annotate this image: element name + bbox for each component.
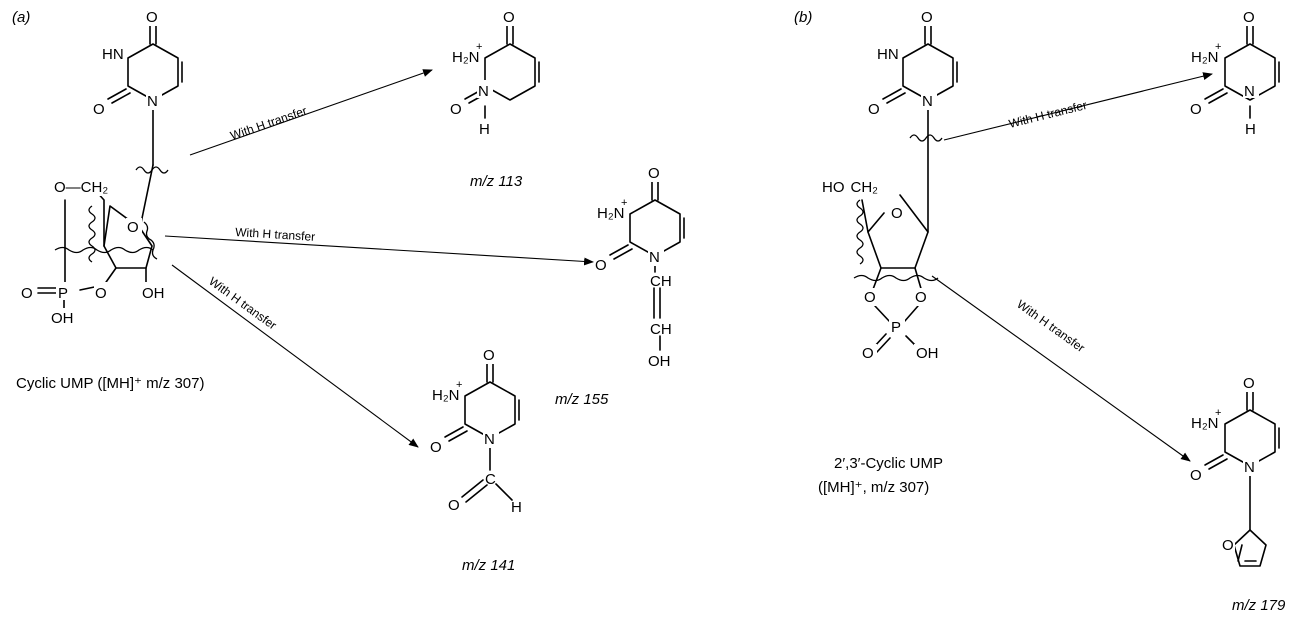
atom-c: C: [485, 471, 496, 488]
atom-h: H: [511, 499, 522, 516]
positive-charge: +: [1215, 407, 1221, 419]
positive-charge: +: [621, 197, 627, 209]
atom-h2n: H₂N: [597, 205, 625, 222]
atom-n: N: [484, 431, 495, 448]
atom-oh: OH: [51, 310, 74, 327]
fragmentation-arrow: [189, 69, 433, 156]
atom-hn: HN: [877, 46, 899, 63]
atom-oh: OH: [916, 345, 939, 362]
cleavage-mark: [909, 134, 943, 142]
atom-o: O: [127, 219, 139, 236]
panel-a-label: (a): [12, 9, 30, 26]
fragment-mz: m/z 113: [470, 173, 523, 190]
atom-o: O: [915, 289, 927, 306]
fragment-b-top-structure: [1204, 23, 1280, 119]
panel-b-label: (b): [794, 9, 812, 26]
arrow-label: With H transfer: [235, 225, 316, 244]
atom-h: H: [1245, 121, 1256, 138]
atom-h: H: [479, 121, 490, 138]
arrow-label: With H transfer: [1014, 297, 1087, 355]
atom-o: O: [862, 345, 874, 362]
atom-n: N: [1244, 83, 1255, 100]
atom-n: N: [147, 93, 158, 110]
atom-o: O: [864, 289, 876, 306]
atom-o: O: [595, 257, 607, 274]
atom-o: O: [648, 165, 660, 182]
atom-o: O: [95, 285, 107, 302]
atom-o: O: [146, 9, 158, 26]
atom-o: O: [483, 347, 495, 364]
atom-o: O: [1243, 375, 1255, 392]
positive-charge: +: [476, 41, 482, 53]
atom-hn: HN: [102, 46, 124, 63]
arrow-label: With H transfer: [1007, 98, 1088, 131]
arrow-label: With H transfer: [206, 274, 279, 332]
atom-ch: CH: [650, 273, 672, 290]
atom-o: O: [1190, 101, 1202, 118]
atom-n: N: [922, 93, 933, 110]
cleavage-mark: [88, 205, 96, 263]
arrow-label: With H transfer: [228, 104, 308, 143]
fragmentation-arrow: [943, 72, 1213, 141]
cleavage-mark: [853, 274, 939, 282]
fragmentation-arrow: [931, 275, 1191, 462]
atom-o: O: [891, 205, 903, 222]
cleavage-mark: [54, 246, 154, 254]
fragment-mz: m/z 155: [555, 391, 609, 408]
atom-ch: CH: [650, 321, 672, 338]
atom-p: P: [58, 285, 68, 302]
atom-n: N: [478, 83, 489, 100]
atom-o: O: [1190, 467, 1202, 484]
atom-oh: OH: [648, 353, 671, 370]
fragment-113-structure: [464, 23, 540, 119]
atom-h2n: H₂N: [432, 387, 460, 404]
atom-n: N: [649, 249, 660, 266]
fragmentation-arrow: [164, 235, 594, 266]
atom-o: O: [450, 101, 462, 118]
atom-o: O: [1222, 537, 1234, 554]
cleavage-mark: [856, 199, 864, 265]
atom-oh: OH: [142, 285, 165, 302]
parent-caption-b-line2: ([MH]⁺, m/z 307): [818, 479, 929, 496]
atom-o: O: [21, 285, 33, 302]
atom-o: O: [430, 439, 442, 456]
positive-charge: +: [456, 379, 462, 391]
atom-o: O: [921, 9, 933, 26]
fragment-mz: m/z 141: [462, 557, 515, 574]
atom-n: N: [1244, 459, 1255, 476]
atom-h2n: H₂N: [1191, 415, 1219, 432]
fragment-mz: m/z 179: [1232, 597, 1286, 614]
atom-o-ch2: O—CH₂: [54, 179, 108, 196]
positive-charge: +: [1215, 41, 1221, 53]
atom-p: P: [891, 319, 901, 336]
atom-h2n: H₂N: [1191, 49, 1219, 66]
atom-o: O: [1243, 9, 1255, 26]
parent-caption-a: Cyclic UMP ([MH]⁺ m/z 307): [16, 375, 205, 392]
atom-o: O: [448, 497, 460, 514]
atom-o: O: [93, 101, 105, 118]
fragmentation-arrow: [171, 264, 419, 448]
atom-h2n: H₂N: [452, 49, 480, 66]
parent-caption-b-line1: 2′,3′-Cyclic UMP: [834, 455, 943, 472]
atom-o: O: [868, 101, 880, 118]
cleavage-mark: [143, 221, 158, 260]
atom-o: O: [503, 9, 515, 26]
